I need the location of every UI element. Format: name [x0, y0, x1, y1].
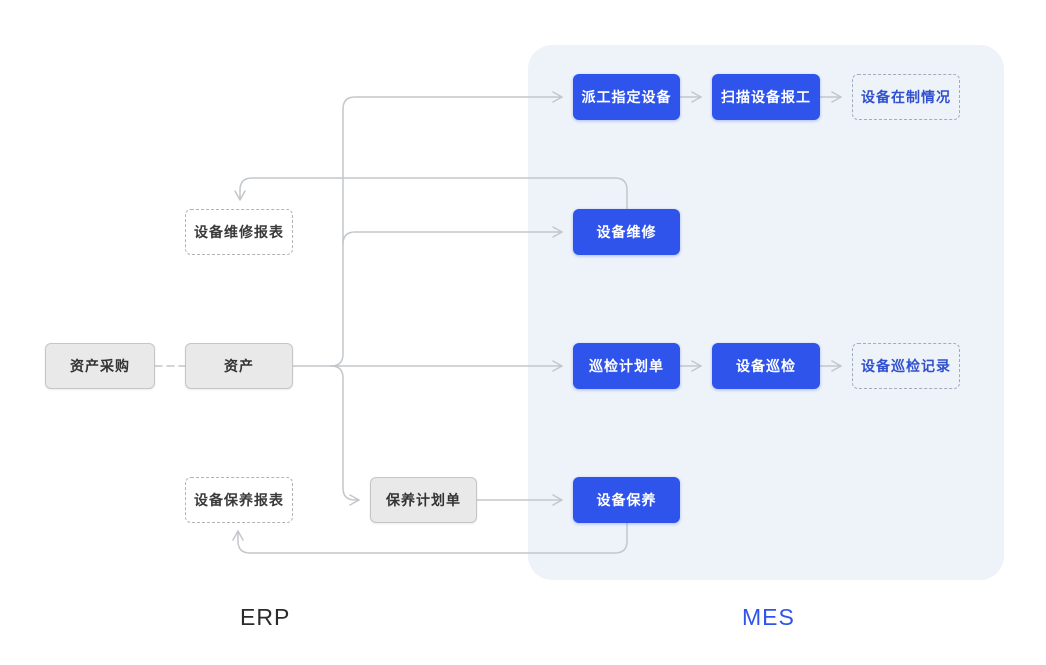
node-equipment-wip-status: 设备在制情况 [852, 74, 960, 120]
node-asset-procurement: 资产采购 [45, 343, 155, 389]
node-maintenance-plan-order: 保养计划单 [370, 477, 477, 523]
node-equipment-repair: 设备维修 [573, 209, 680, 255]
mes-zone-label: MES [742, 604, 795, 630]
arrowhead [232, 530, 244, 541]
edge-asset-maintenance-plan [330, 365, 360, 501]
node-equipment-inspection: 设备巡检 [712, 343, 820, 389]
node-inspection-plan-order: 巡检计划单 [573, 343, 680, 389]
arrowhead [234, 190, 246, 201]
node-equipment-inspection-record: 设备巡检记录 [852, 343, 960, 389]
arrowhead [349, 494, 360, 506]
erp-zone-label: ERP [240, 604, 291, 630]
node-equipment-maintenance: 设备保养 [573, 477, 680, 523]
node-equipment-repair-report: 设备维修报表 [185, 209, 293, 255]
node-asset: 资产 [185, 343, 293, 389]
node-scan-equipment-report-work: 扫描设备报工 [712, 74, 820, 120]
node-equipment-maintenance-report: 设备保养报表 [185, 477, 293, 523]
node-dispatch-assign-equipment: 派工指定设备 [573, 74, 680, 120]
